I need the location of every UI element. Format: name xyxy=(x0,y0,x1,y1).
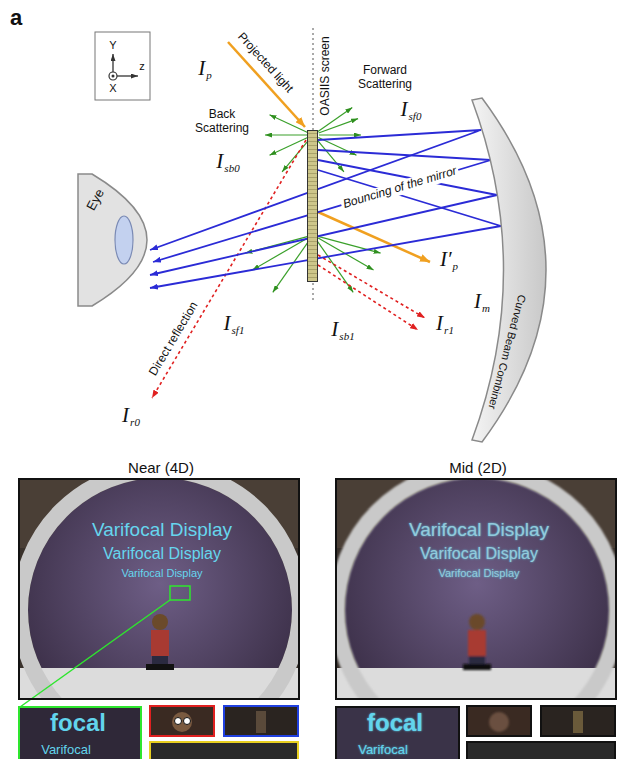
edge-label: Bouncing of the mirror xyxy=(339,163,460,211)
inset-face xyxy=(172,712,192,732)
eye-shape-outline xyxy=(115,216,133,264)
intensity-symbol: Ir0 xyxy=(122,405,140,429)
photo-mid-clip xyxy=(335,478,617,700)
scatter-ray xyxy=(282,140,309,172)
figurine-body xyxy=(468,630,486,656)
oasiis-screen: OASIIS screen xyxy=(307,130,318,282)
intensity-symbol: Isb1 xyxy=(331,319,354,343)
node-text: Varifocal Display xyxy=(409,519,549,541)
mirror-ray xyxy=(153,160,491,262)
figurine-head xyxy=(152,614,168,630)
photo-near xyxy=(18,478,300,700)
node-text: Varifocal Display xyxy=(103,545,221,563)
zoom-leader xyxy=(20,600,170,707)
photo-frame: Near (4D)Varifocal DisplayVarifocal Disp… xyxy=(18,478,300,700)
eye-shape-outline xyxy=(78,174,147,306)
beam-combiner: Curved Beam Combiner xyxy=(462,92,552,448)
inset-box: focalVarifocal xyxy=(18,706,142,759)
axis-dot xyxy=(112,75,115,78)
inset-face xyxy=(489,712,509,732)
mirror-rays xyxy=(150,130,501,288)
figurine-head xyxy=(469,614,485,630)
figurine xyxy=(463,614,491,670)
reflection-ray xyxy=(318,255,425,318)
node-title: Near (4D) xyxy=(128,459,194,476)
ray-name: Back Scattering xyxy=(195,108,249,136)
node-text: Varifocal Display xyxy=(420,545,538,563)
intensity-symbol: Isb0 xyxy=(216,151,239,175)
eye-shape: Eye xyxy=(78,170,153,310)
intensity-symbol: I′p xyxy=(440,249,458,273)
scatter-ray xyxy=(319,119,359,133)
scatter-ray xyxy=(319,237,381,254)
scatter-ray xyxy=(316,240,353,292)
node-text: Varifocal Display xyxy=(438,567,519,580)
node-text: Varifocal xyxy=(358,743,408,756)
axis-name: z xyxy=(139,60,145,73)
node-title: focal xyxy=(50,711,106,735)
axis-name: Y xyxy=(109,39,116,52)
inset-yellow xyxy=(150,742,298,759)
axis-out-symbol xyxy=(109,72,117,80)
node-text: Varifocal xyxy=(41,743,91,756)
insets-mid xyxy=(467,706,615,759)
scatter-ray xyxy=(265,134,307,135)
node-outline xyxy=(78,170,153,310)
inset-box: focalVarifocal xyxy=(335,706,460,759)
node-outline xyxy=(462,92,552,448)
node-title: focal xyxy=(367,711,423,735)
insets-near xyxy=(150,706,298,759)
inset-figure xyxy=(573,711,583,733)
lens-ring xyxy=(20,478,300,700)
table-top xyxy=(18,668,300,700)
intensity-symbol: Isf0 xyxy=(401,99,422,123)
inset-blue xyxy=(224,706,298,736)
panel-letter: a xyxy=(10,5,22,30)
figurine-base xyxy=(463,664,491,670)
node-title: Mid (2D) xyxy=(449,459,507,476)
axis-arrow xyxy=(117,75,138,76)
scatter-ray xyxy=(317,140,344,172)
figurine-legs xyxy=(152,656,168,665)
inset-glasses xyxy=(175,718,182,725)
scatter-ray xyxy=(270,115,308,133)
ray-name: Direct reflection xyxy=(147,300,202,379)
figurine-legs xyxy=(469,656,485,665)
node-title: OASIIS screen xyxy=(319,36,333,115)
inset-red xyxy=(150,706,214,736)
photo-frame: Mid (2D)Varifocal DisplayVarifocal Displ… xyxy=(335,478,617,700)
lens-ring xyxy=(337,478,617,700)
inset-box xyxy=(541,706,615,736)
beam-combiner-outline xyxy=(472,98,546,442)
intensity-symbol: Ir1 xyxy=(436,313,454,337)
ray-name: Projected light xyxy=(234,30,295,96)
node-text: Varifocal Display xyxy=(92,519,232,541)
inset-box xyxy=(467,706,531,736)
intensity-symbol: Isf1 xyxy=(224,313,245,337)
scatter-ray xyxy=(319,134,361,135)
figurine-body xyxy=(151,630,169,656)
inset-box xyxy=(467,742,615,759)
figurine-base xyxy=(146,664,174,670)
intensity-symbol: Ip xyxy=(198,58,212,82)
zoom-marker xyxy=(170,586,190,600)
inset-glasses xyxy=(184,718,191,725)
mirror-ray xyxy=(150,170,501,288)
inset-figure xyxy=(256,711,266,733)
intensity-symbol: Im xyxy=(474,291,490,315)
mirror-ray xyxy=(318,150,491,160)
table-top xyxy=(335,668,617,700)
axis-box xyxy=(95,32,150,100)
ray-name: Forward Scattering xyxy=(358,64,412,92)
axis-name: X xyxy=(109,82,116,95)
node-text: Varifocal Display xyxy=(121,567,202,580)
